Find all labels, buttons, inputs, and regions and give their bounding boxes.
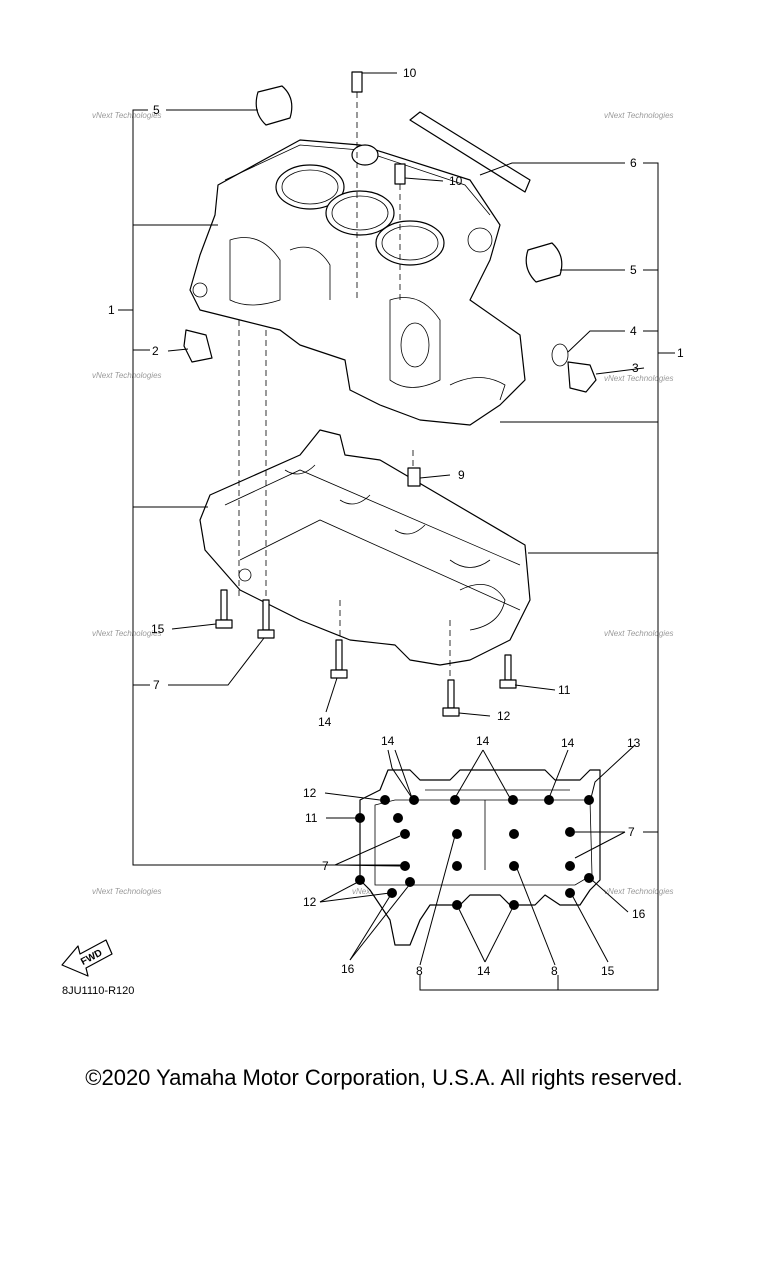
- callout-2: 2: [152, 344, 159, 358]
- callout-3: 3: [632, 361, 639, 375]
- dowel-pin-lower: [407, 467, 421, 487]
- crankcase-exploded-diagram: vNext Technologies vNext Technologies vN…: [61, 66, 684, 997]
- callout-14: 14: [561, 736, 575, 750]
- watermark: vNext Technologies: [92, 887, 162, 896]
- watermark: vNext Technologies: [92, 629, 162, 638]
- callout-5: 5: [153, 103, 160, 117]
- callout-7: 7: [322, 859, 329, 873]
- engine-mount-bushing-left: [255, 85, 293, 126]
- callout-5: 5: [630, 263, 637, 277]
- o-ring: [551, 343, 569, 367]
- callout-15: 14: [476, 734, 490, 748]
- callout-12: 12: [303, 895, 317, 909]
- bolt-pattern-plan: [355, 769, 601, 946]
- upper-crankcase: [189, 139, 526, 426]
- watermark: vNext Technologies: [604, 887, 674, 896]
- bolt: [220, 589, 228, 621]
- bolt-head: [499, 679, 517, 689]
- callout-12: 12: [497, 709, 511, 723]
- dowel-pin-center: [394, 163, 406, 185]
- callout-14: 14: [477, 964, 491, 978]
- callout-6: 6: [630, 156, 637, 170]
- oil-level-fitting: [567, 361, 597, 393]
- fwd-arrow-icon: FWD: [61, 939, 113, 977]
- watermark: vNext Technologies: [92, 111, 162, 120]
- upper-crankcase-fittings: [183, 71, 597, 393]
- callout-4: 4: [630, 324, 637, 338]
- callout-16: 15: [151, 622, 165, 636]
- watermark: vNext Technologies: [92, 371, 162, 380]
- watermark: vNext Technologies: [604, 111, 674, 120]
- watermark: vNext Technologies: [604, 374, 674, 383]
- copyright-notice: ©2020 Yamaha Motor Corporation, U.S.A. A…: [85, 1065, 683, 1090]
- callout-11: 11: [305, 811, 318, 825]
- callout-15: 15: [601, 964, 615, 978]
- callout-14: 14: [318, 715, 332, 729]
- bolt-head: [330, 669, 348, 679]
- diagram-code: 8JU1110-R120: [62, 985, 134, 997]
- watermark: vNext Technologies: [604, 629, 674, 638]
- seal-ring: [351, 144, 379, 166]
- callout-1: 1: [677, 346, 684, 360]
- callout-1: 1: [108, 303, 115, 317]
- bolt-head: [442, 707, 460, 717]
- lower-crankcase-bolts: [215, 467, 517, 717]
- bolt: [335, 639, 343, 671]
- callout-13: 13: [627, 736, 641, 750]
- engine-mount-bushing-right: [525, 242, 563, 283]
- callout-14: 14: [381, 734, 395, 748]
- alignment-lines: [238, 92, 451, 680]
- callout-12: 12: [303, 786, 317, 800]
- bolt-head: [215, 619, 233, 629]
- callout-8: 8: [551, 964, 558, 978]
- callout-10: 10: [449, 174, 463, 188]
- callout-10: 10: [403, 66, 417, 80]
- bolt: [447, 679, 455, 709]
- engine-mount-tube: [409, 111, 531, 193]
- bolt-head: [257, 629, 275, 639]
- callout-9: 9: [458, 468, 465, 482]
- callout-7: 7: [153, 678, 160, 692]
- callout-7: 7: [628, 825, 635, 839]
- callout-labels: 1 1 2 3 4 5 5 6 7 7 7 8 8 9 10 10 11 11 …: [108, 66, 684, 978]
- lower-crankcase: [199, 429, 531, 666]
- bolt: [262, 599, 270, 631]
- callout-11: 11: [558, 683, 571, 697]
- dowel-pin-top: [351, 71, 363, 93]
- oil-plug: [183, 329, 213, 363]
- leader-lines: [166, 72, 645, 966]
- callout-8: 8: [416, 964, 423, 978]
- callout-16: 16: [341, 962, 355, 976]
- group-brackets: [118, 109, 675, 991]
- callout-16: 16: [632, 907, 646, 921]
- bolt: [504, 654, 512, 681]
